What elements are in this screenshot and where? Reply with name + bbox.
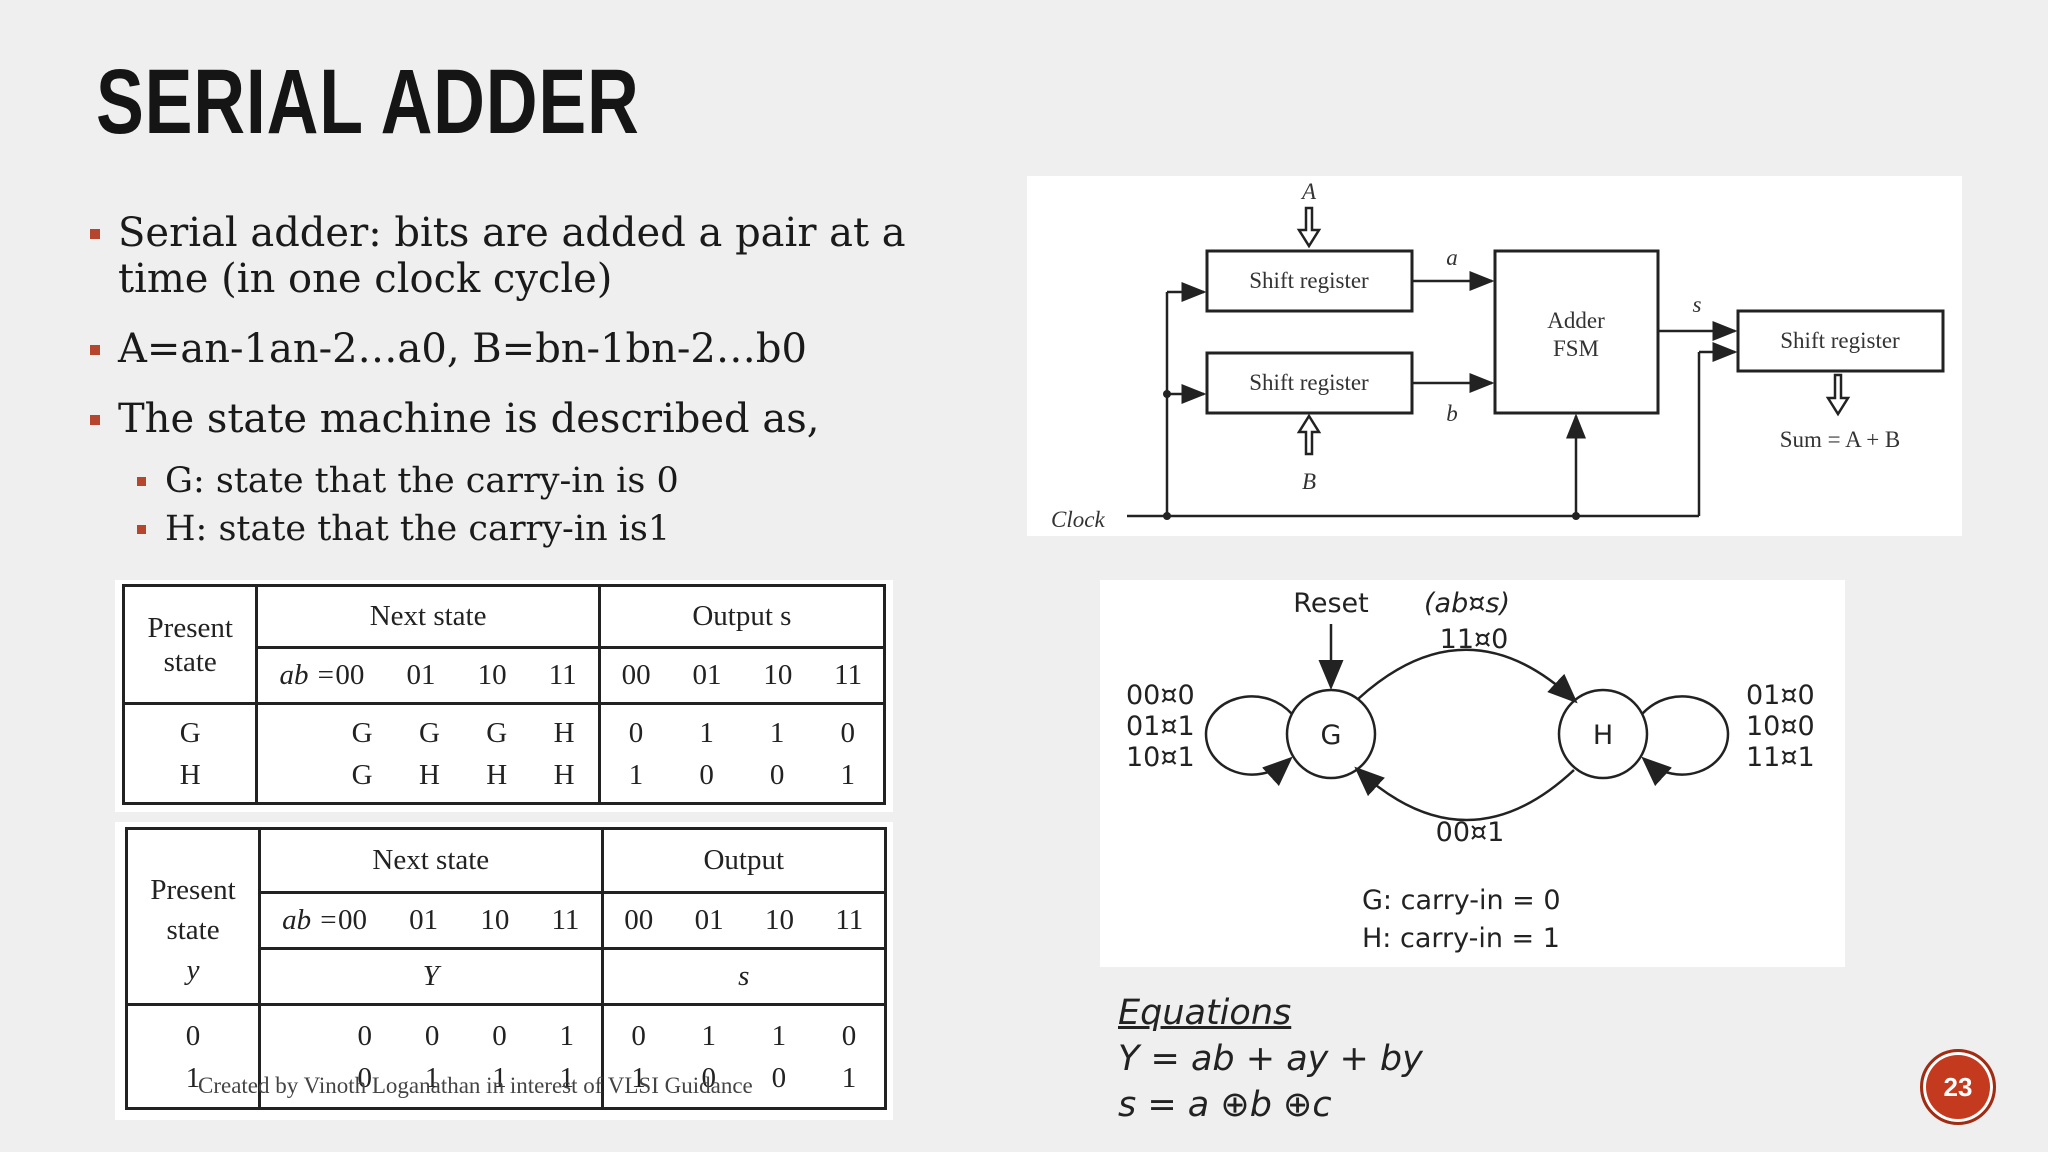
state-diagram-panel: Reset (ab¤s) 11¤0 G H 00¤0 01¤1 10¤1 01¤… bbox=[1100, 580, 1845, 967]
loop-g-label: 10¤1 bbox=[1126, 742, 1195, 773]
column-header: 11 bbox=[834, 659, 863, 691]
wire-a-label: a bbox=[1446, 245, 1458, 270]
next-state-header: Next state bbox=[258, 827, 604, 894]
loop-h-label: 11¤1 bbox=[1746, 742, 1815, 773]
sum-label: Sum = A + B bbox=[1780, 427, 1901, 452]
column-header: 10 bbox=[477, 659, 507, 691]
state-table-1: Present state Next state Output s ab =00… bbox=[121, 584, 887, 805]
state-h-label: H bbox=[1593, 720, 1613, 751]
column-header: 00 bbox=[624, 904, 654, 936]
state-cell: H bbox=[179, 758, 201, 791]
loop-g-label: 01¤1 bbox=[1126, 711, 1195, 742]
state-cell: G bbox=[179, 716, 201, 749]
reset-label: Reset bbox=[1293, 588, 1368, 619]
present-state-header: Present bbox=[147, 611, 233, 644]
column-header: 11 bbox=[551, 904, 580, 936]
state-cell: 0 bbox=[185, 1019, 201, 1052]
state-cell: 1 bbox=[185, 1061, 201, 1094]
credit-text: Created by Vinoth Loganathan in interest… bbox=[198, 1073, 753, 1098]
sub-bullet-item: G: state that the carry-in is 0 bbox=[90, 460, 990, 502]
column-header: 11 bbox=[835, 904, 864, 936]
bullet-item: Serial adder: bits are added a pair at a… bbox=[90, 210, 990, 302]
state-h-node bbox=[1557, 688, 1649, 780]
bullet-item: The state machine is described as, bbox=[90, 396, 990, 442]
equations-block: Equations Y = ab + ay + by s = a ⊕b ⊕c bbox=[1118, 990, 1423, 1128]
next-state-var: Y bbox=[258, 947, 604, 1006]
column-header: 01 bbox=[694, 904, 724, 936]
adder-fsm-label-1: Adder bbox=[1547, 308, 1605, 333]
input-a-label: A bbox=[1300, 179, 1317, 204]
sub-bullet-item: H: state that the carry-in is1 bbox=[90, 508, 990, 550]
legend-h: H: carry-in = 1 bbox=[1362, 923, 1560, 954]
column-header: 01 bbox=[406, 659, 436, 691]
bullet-item: A=an-1an-2…a0, B=bn-1bn-2…b0 bbox=[90, 326, 990, 372]
equation-carry: Y = ab + ay + by bbox=[1118, 1039, 1423, 1079]
edge-legend-label: (ab¤s) bbox=[1424, 588, 1510, 619]
present-state-header: Present bbox=[150, 874, 236, 906]
state-g-label: G bbox=[1321, 720, 1342, 751]
page-number-badge: 23 bbox=[1920, 1049, 1996, 1125]
column-header: 10 bbox=[480, 904, 510, 936]
output-header: Output bbox=[600, 827, 887, 894]
shift-register-b-label: Shift register bbox=[1249, 370, 1369, 395]
state-table-2: Present state y Next state Output ab =00… bbox=[124, 827, 887, 1110]
equation-sum: s = a ⊕b ⊕c bbox=[1118, 1085, 1332, 1125]
column-header: 10 bbox=[764, 904, 794, 936]
next-state-header: Next state bbox=[255, 584, 601, 649]
state-diagram: Reset (ab¤s) 11¤0 G H 00¤0 01¤1 10¤1 01¤… bbox=[1126, 588, 1815, 954]
equations-heading: Equations bbox=[1118, 993, 1292, 1033]
column-header: 01 bbox=[692, 659, 722, 691]
state-g-node bbox=[1285, 688, 1377, 780]
column-header: 01 bbox=[409, 904, 439, 936]
present-state-header: state bbox=[166, 914, 220, 946]
output-var: s bbox=[600, 947, 887, 1006]
y-label: y bbox=[186, 954, 200, 986]
output-header: Output s bbox=[597, 584, 887, 649]
slide-title: SERIAL ADDER bbox=[96, 51, 640, 153]
loop-g-label: 00¤0 bbox=[1126, 680, 1195, 711]
clock-label: Clock bbox=[1051, 507, 1105, 532]
block-diagram: A Shift register Shift register B Adder … bbox=[1051, 179, 1945, 532]
shift-register-a-label: Shift register bbox=[1249, 268, 1369, 293]
block-diagram-panel: A Shift register Shift register B Adder … bbox=[1027, 176, 1962, 536]
edge-h-to-g-label: 00¤1 bbox=[1436, 817, 1505, 848]
loop-h-label: 10¤0 bbox=[1746, 711, 1815, 742]
adder-fsm-label-2: FSM bbox=[1553, 336, 1599, 361]
bullet-list: Serial adder: bits are added a pair at a… bbox=[90, 210, 990, 562]
column-header: 00 bbox=[621, 659, 651, 691]
present-state-header: state bbox=[163, 645, 217, 678]
loop-h-label: 01¤0 bbox=[1746, 680, 1815, 711]
wire-s-label: s bbox=[1693, 292, 1702, 317]
input-b-label: B bbox=[1302, 469, 1316, 494]
column-header: 11 bbox=[548, 659, 577, 691]
edge-g-to-h-label: 11¤0 bbox=[1440, 624, 1509, 655]
wire-b-label: b bbox=[1446, 401, 1458, 426]
column-header: ab =00 bbox=[279, 659, 365, 691]
column-header: ab =00 bbox=[282, 904, 367, 936]
legend-g: G: carry-in = 0 bbox=[1362, 885, 1561, 916]
output-shift-register-label: Shift register bbox=[1780, 328, 1900, 353]
column-header: 10 bbox=[763, 659, 793, 691]
